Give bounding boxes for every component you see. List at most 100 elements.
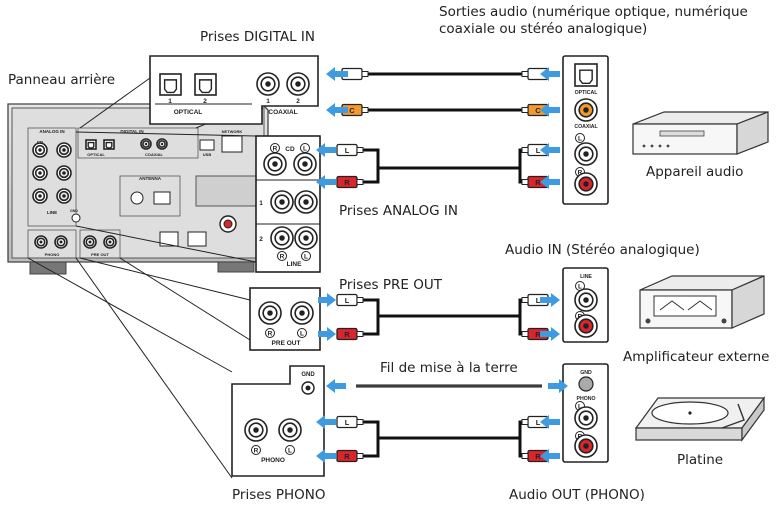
arrow-coaxial-src — [540, 103, 560, 117]
phono-plug-l-left: L — [336, 415, 364, 429]
receiver-analog-jack-2 — [56, 142, 72, 158]
channel-marker — [297, 328, 307, 338]
channel-marker — [301, 251, 311, 261]
turntable-gnd-terminal — [578, 376, 594, 392]
receiver-analog-jack-3 — [32, 165, 48, 181]
source-output-panel — [562, 55, 609, 205]
arrow-ground-turntable — [548, 379, 568, 393]
rca-pin — [62, 148, 66, 152]
channel-marker-text: L — [300, 331, 304, 338]
plug-letter: R — [535, 178, 541, 187]
plug-tip — [521, 419, 529, 425]
rca-pin — [303, 199, 309, 205]
phono-l-marker: L — [285, 445, 295, 455]
callout-phono-b — [75, 257, 233, 479]
channel-marker — [277, 251, 287, 261]
phono-r-jack — [244, 418, 268, 442]
rca-pin — [302, 161, 308, 167]
arrow-analog-r-src — [540, 175, 560, 189]
plug-tip — [361, 71, 369, 77]
arrow-optical-src — [540, 67, 560, 81]
cd-button-2 — [650, 144, 654, 148]
analog-line-r-marker: R — [277, 251, 287, 261]
coaxial-jack-2 — [286, 72, 310, 96]
arrow-phono-l-in — [316, 415, 336, 429]
receiver-optical-2 — [103, 139, 115, 150]
receiver-analog-jack-6 — [56, 188, 72, 204]
external-devices: OPTICALCOAXIALLRLINELRGNDPHONOLR — [562, 55, 769, 463]
line-mini-label: LINE — [47, 210, 57, 215]
phono-gnd-label: GND — [301, 372, 315, 378]
arrow-preout-r-out — [318, 327, 336, 341]
turntable-gnd-label: GND — [580, 370, 592, 376]
ground-wire-label: Fil de mise à la terre — [380, 360, 518, 376]
rca-pin — [287, 427, 293, 433]
turntable-r-jack — [574, 434, 598, 458]
coaxial-panel-label: COAXIAL — [268, 109, 297, 116]
arrow-turntable-r-out — [540, 449, 560, 463]
rca-pin — [583, 415, 589, 421]
optical-plug-right — [521, 67, 549, 81]
turntable-plinth-side — [741, 396, 765, 442]
receiver-coax-1 — [140, 138, 152, 150]
preout-panel-label: PRE OUT — [272, 340, 301, 347]
pre-out-label: Prises PRE OUT — [339, 277, 442, 293]
rca-pin — [583, 323, 589, 329]
trigger-port — [159, 231, 179, 247]
arrow-analog-l-src — [540, 143, 560, 157]
source-l-jack — [574, 142, 598, 166]
phono-l-jack — [278, 418, 302, 442]
callout-analog-b — [75, 225, 257, 263]
plug-tip — [356, 453, 364, 459]
analog-in-box — [27, 127, 77, 227]
rca-pin — [59, 240, 63, 244]
plug-letter: R — [344, 452, 350, 461]
analog-line1-r-jack — [270, 190, 294, 214]
plug-tip — [521, 297, 529, 303]
optical-port — [105, 141, 113, 149]
phono-jacks-label: Prises PHONO — [232, 487, 326, 503]
rca-pin — [295, 81, 301, 87]
source-r-jack — [574, 172, 598, 196]
plug-letter: R — [344, 178, 350, 187]
rca-pin — [38, 148, 42, 152]
arrow-phono-r-in — [316, 449, 336, 463]
cd-button-1 — [642, 144, 646, 148]
arrow-turntable-l-out — [540, 415, 560, 429]
plug-tip — [521, 71, 529, 77]
rear-panel-label: Panneau arrière — [8, 72, 116, 88]
receiver-preout-1 — [83, 235, 97, 249]
plug-letter: C — [349, 106, 355, 115]
channel-marker-text: L — [578, 284, 582, 291]
rca-pin — [62, 194, 66, 198]
channel-marker-text: R — [254, 448, 259, 455]
usb-port — [199, 139, 215, 151]
analog-stereo-cable — [357, 148, 528, 184]
channel-marker-text: R — [268, 331, 273, 338]
channel-marker — [251, 445, 261, 455]
receiver-gnd — [71, 213, 81, 223]
speaker-terminals — [195, 175, 257, 207]
gnd-mini-label: GND — [70, 209, 78, 213]
preout-r-jack — [258, 301, 282, 325]
turntable-spindle — [688, 411, 692, 415]
antenna-box — [119, 175, 181, 217]
analog-line2-l-jack — [294, 226, 318, 250]
external-amp-label: Amplificateur externe — [623, 349, 770, 365]
channel-marker — [265, 328, 275, 338]
cd-button-3 — [658, 144, 662, 148]
rca-pin — [583, 181, 589, 187]
plug-letter: L — [536, 418, 541, 427]
cd-tray — [659, 130, 705, 137]
receiver-analog-jack-4 — [56, 165, 72, 181]
source-optical-jack — [574, 63, 598, 87]
channel-marker — [285, 445, 295, 455]
channel-marker-text: L — [288, 448, 292, 455]
rca-pin — [253, 427, 259, 433]
antenna-am-terminal — [153, 191, 171, 205]
audio-outputs-label: Sorties audio (numérique optique, numéri… — [439, 4, 748, 37]
rca-pin — [279, 235, 285, 241]
optical-2-number: 2 — [203, 98, 207, 105]
arrow-analog-l-in — [316, 143, 336, 157]
